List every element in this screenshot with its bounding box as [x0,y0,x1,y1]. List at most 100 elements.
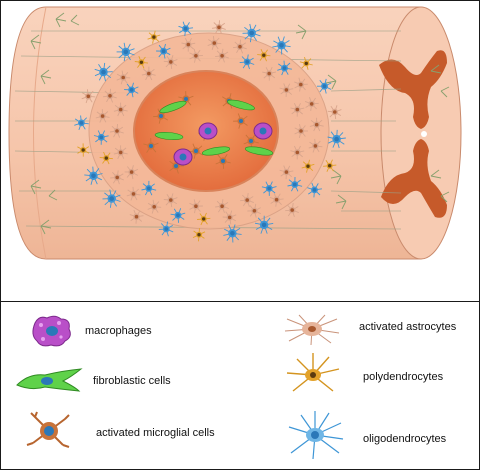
oligodendrocyte-cell [74,115,89,131]
cord-left-edge [33,6,47,260]
astrocyte-cell [163,55,178,69]
oligodendrocyte-cell [158,221,174,237]
polydendrocyte-cell [147,30,161,44]
astrocyte-cell [304,97,319,111]
microglia-icon [26,411,70,448]
oligodendrocyte-cell [287,176,303,192]
polydendrocyte-cell [192,228,206,242]
macrophage-nucleus [204,127,212,135]
astrocyte-cell [309,117,324,132]
astrocyte-cell [110,170,124,185]
polydendrocyte-cell [257,49,271,62]
oligodendrocyte-cell [170,208,186,223]
astrocyte-cell [102,88,117,103]
astrocyte-cell [247,203,261,218]
astrocyte-cell [129,209,144,224]
lesion-cells [143,91,274,174]
oligodendrocyte-cell [178,21,194,37]
astrocyte-cell [215,199,229,213]
oligodendrocyte-cell [272,36,291,55]
astrocyte-cell [207,36,222,50]
astrocyte-cell [141,66,156,81]
oligodendrocyte-cell [277,60,292,76]
astrocyte-cell [81,89,96,104]
legend-astrocytes: activated astrocytes [281,311,456,347]
astrocyte-cell [232,39,247,54]
oligodendrocyte-cell [124,82,139,98]
astrocyte-cell [163,193,178,208]
astrocyte-cell [126,186,141,201]
oligodendrocyte-cell [223,224,242,243]
oligodendrocyte-cell [116,42,135,62]
oligodendrocyte-cell [327,129,346,149]
polydendrocyte-cell [299,56,313,70]
astrocyte-cell [240,193,254,207]
legend-macrophages: macrophages [29,313,152,349]
oligodendrocyte-cell [239,54,255,70]
astrocyte-cell [262,67,277,81]
divider [1,301,479,302]
fibroblast-cell [244,146,274,156]
legend-label-fibroblastic: fibroblastic cells [93,375,171,387]
astrocyte-cell [294,124,308,139]
spinal-cord-illustration [8,6,462,260]
oligodendrocyte-cell [261,181,277,196]
oligodendrocyte-cell [156,43,171,59]
astrocyte-cell [189,199,203,214]
astrocyte-cell [285,203,299,217]
astrocyte-cell [290,103,305,117]
microglia-cell [178,91,194,106]
polydendrocyte-icon [286,353,340,392]
legend-oligodendrocytes: oligodendrocytes [285,409,446,461]
microglia-cell [243,134,259,149]
astrocyte-cell [116,70,131,85]
polydendrocyte-cell [99,151,113,165]
astrocyte-icon [284,314,340,346]
oligodendrocyte-cell [242,23,261,43]
astrocyte-cell [294,77,308,92]
polydendrocyte-cell [323,159,337,172]
astrocyte-cell [181,38,196,52]
polydendrocyte-cell [134,56,149,69]
astrocyte-cell [290,145,305,160]
grey-matter [379,50,447,218]
cross-section [380,6,462,260]
macrophage-nucleus [259,127,267,135]
astrocyte-cell [269,192,284,207]
oligodendrocyte-cell [102,189,121,208]
oligodendrocyte-cell [84,166,103,185]
astrocyte-cell [222,210,237,225]
microglia-cell [143,138,159,153]
astrocyte-cell [279,83,294,97]
polydendrocyte-cell [197,212,211,226]
legend-label-macrophages: macrophages [85,325,152,337]
astrocyte-cell [95,109,110,123]
legend-label-astrocytes: activated astrocytes [359,321,457,333]
astrocyte-cell [215,48,229,63]
astrocyte-cell [189,48,203,63]
oligodendrocyte-cell [307,182,322,198]
legend-polydendrocytes: polydendrocytes [283,351,443,395]
oligodendrocyte-cell [141,180,157,196]
astrocyte-cell [113,102,128,117]
astrocyte-cell [279,165,294,180]
astrocyte-cell [147,199,162,214]
polydendrocyte-cell [301,159,315,173]
polydendrocyte-cell [77,143,90,157]
scar-cells [74,20,346,243]
astrocyte-cell [327,105,342,120]
axon-terminals [30,12,450,235]
oligodendrocyte-cell [317,78,332,94]
legend-label-polydendrocytes: polydendrocytes [363,371,444,383]
macrophage-icon [32,315,71,347]
fibroblast-cell [201,146,231,156]
oligodendrocyte-cell [254,215,274,234]
macrophage-nucleus [179,153,187,161]
astrocyte-cell [211,20,226,35]
microglia-cell [215,154,231,169]
fibroblast-cell [154,132,184,140]
oligodendrocyte-icon [288,411,344,460]
astrocyte-cell [308,138,323,153]
oligodendrocyte-cell [93,130,109,145]
microglia-cell [233,113,248,129]
